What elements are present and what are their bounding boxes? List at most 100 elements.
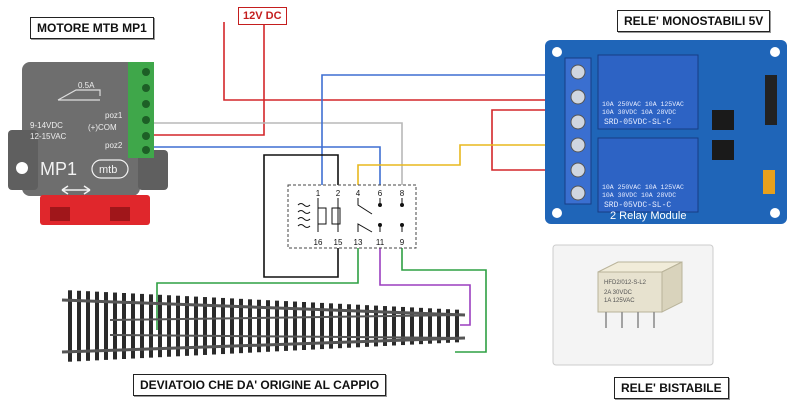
relay-2-rating1: 10A 250VAC 10A 125VAC: [602, 184, 684, 191]
relay-socket: 1 2 4 6 8 16 15 13 11 9: [287, 184, 417, 249]
track-sleeper: [257, 299, 261, 353]
track-sleeper: [221, 297, 225, 355]
relay-1-rating1: 10A 250VAC 10A 125VAC: [602, 101, 684, 108]
optocoupler-1: [712, 110, 734, 130]
track-sleeper: [311, 302, 315, 350]
track-sleeper: [428, 308, 432, 344]
optocoupler-2: [712, 140, 734, 160]
wire-12v-red: [150, 22, 265, 136]
track-sleeper: [329, 303, 333, 349]
track-sleeper: [230, 298, 234, 354]
relay-2-model: SRD-05VDC-SL-C: [604, 201, 671, 210]
wire-green-right: [401, 248, 487, 353]
track-sleeper: [95, 291, 99, 361]
track-sleeper: [275, 300, 279, 352]
motor-terminal-block: [128, 62, 154, 158]
relay-1: [597, 54, 699, 130]
track-sleeper: [122, 293, 126, 359]
track-sleeper: [140, 293, 144, 359]
relay-1-model: SRD-05VDC-SL-C: [604, 118, 671, 127]
wire-yellow: [357, 144, 575, 185]
bistable-model: HFD2/012-S-L2: [604, 280, 647, 286]
track-sleeper: [203, 297, 207, 355]
track-sleeper: [68, 290, 72, 362]
motor-voltage-ac: 12-15VAC: [30, 132, 67, 141]
track-sleeper: [437, 308, 441, 344]
relay-mono-title: RELE' MONOSTABILI 5V: [617, 10, 771, 32]
bistable-title: RELE' BISTABILE: [614, 377, 729, 399]
motor-mp1: 0.5A poz1 9-14VDC 12-15VAC (+)COM poz2 M…: [8, 62, 168, 225]
socket-pin-15: 15: [334, 238, 343, 247]
motor-com: (+)COM: [88, 123, 117, 132]
track-sleeper: [176, 295, 180, 357]
track-sleeper: [284, 301, 288, 351]
track-sleeper: [212, 297, 216, 355]
socket-pin-2: 2: [336, 189, 341, 198]
track-sleeper: [104, 292, 108, 360]
relay-2-rating2: 10A 30VDC 10A 28VDC: [602, 192, 676, 199]
track-sleeper: [374, 305, 378, 347]
turnout-title: DEVIATOIO CHE DA' ORIGINE AL CAPPIO: [133, 374, 387, 396]
track-sleeper: [194, 296, 198, 356]
track-sleeper: [302, 302, 306, 350]
coil-icon: [297, 203, 311, 228]
wire-blue-poz2: [150, 146, 381, 185]
socket-pin-1: 1: [316, 189, 321, 198]
track-sleeper: [365, 305, 369, 347]
track-sleeper: [185, 296, 189, 356]
track-sleeper: [158, 294, 162, 358]
track-sleeper: [239, 298, 243, 354]
motor-pos1: poz1: [105, 111, 123, 120]
wire-violet: [379, 248, 471, 326]
socket-pin-8: 8: [400, 189, 405, 198]
socket-pin-16: 16: [314, 238, 323, 247]
bistable-relay: [597, 271, 663, 313]
relay-1-rating2: 10A 30VDC 10A 28VDC: [602, 109, 676, 116]
socket-pin-13: 13: [354, 238, 363, 247]
track-sleeper: [347, 304, 351, 348]
bistable-rating1: 2A 30VDC: [604, 290, 633, 296]
track-sleeper: [356, 304, 360, 348]
track-sleeper: [248, 299, 252, 353]
motor-model: MP1: [40, 159, 77, 179]
header-pins: [765, 75, 777, 125]
motor-pos2: poz2: [105, 141, 123, 150]
wire-blue: [321, 74, 575, 185]
socket-pin-9: 9: [400, 238, 405, 247]
track-sleeper: [86, 291, 90, 361]
motor-current: 0.5A: [78, 81, 95, 90]
track-sleeper: [293, 301, 297, 351]
track-sleeper: [401, 306, 405, 346]
bistable-relay-panel: HFD2/012-S-L2 2A 30VDC 1A 125VAC: [552, 244, 714, 366]
socket-pin-11: 11: [376, 238, 385, 247]
track-sleeper: [266, 300, 270, 352]
track-sleeper: [455, 309, 459, 343]
turnout-track: [61, 290, 466, 362]
track-sleeper: [167, 295, 171, 357]
track-sleeper: [113, 292, 117, 360]
mtb-logo: [91, 159, 129, 179]
wire-12v-red-to-relay: [223, 22, 576, 102]
track-sleeper: [320, 302, 324, 350]
wire-green-left: [156, 248, 359, 330]
wire-red-to-relay-bottom: [491, 109, 575, 171]
motor-brand: mtb: [99, 164, 117, 176]
track-sleeper: [383, 306, 387, 346]
wire-grey: [150, 122, 403, 185]
track-sleeper: [446, 309, 450, 343]
track-sleeper: [131, 293, 135, 359]
track-sleeper: [149, 294, 153, 358]
track-sleeper: [338, 303, 342, 349]
supply-label: 12V DC: [238, 7, 287, 25]
socket-pin-4: 4: [356, 189, 361, 198]
double-arrow-icon: [61, 185, 91, 195]
relay-module-board: 10A 250VAC 10A 125VAC 10A 30VDC 10A 28VD…: [545, 40, 787, 224]
track-sleeper: [392, 306, 396, 346]
relay-2: [597, 137, 699, 213]
track-sleeper: [410, 307, 414, 345]
track-sleeper: [419, 307, 423, 345]
relay-module-name: 2 Relay Module: [610, 210, 686, 222]
track-sleeper: [77, 290, 81, 362]
wire-black: [263, 154, 339, 278]
